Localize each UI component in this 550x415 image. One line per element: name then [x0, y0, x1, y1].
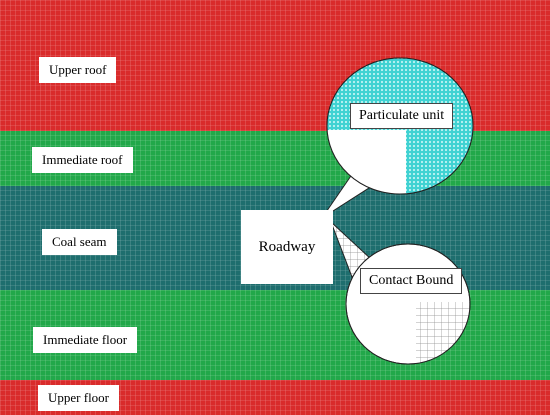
layer-label-upper-floor: Upper floor — [38, 385, 120, 411]
particulate-unit-label: Particulate unit — [350, 103, 454, 129]
layer-label-upper-roof: Upper roof — [39, 57, 117, 83]
roadway-label: Roadway — [258, 238, 316, 255]
roadway-box: Roadway — [241, 210, 333, 284]
layer-label-immediate-floor: Immediate floor — [33, 327, 138, 353]
contact-bound-label: Contact Bound — [360, 268, 463, 294]
layer-label-coal-seam: Coal seam — [42, 229, 117, 255]
layer-label-immediate-roof: Immediate roof — [32, 147, 133, 173]
